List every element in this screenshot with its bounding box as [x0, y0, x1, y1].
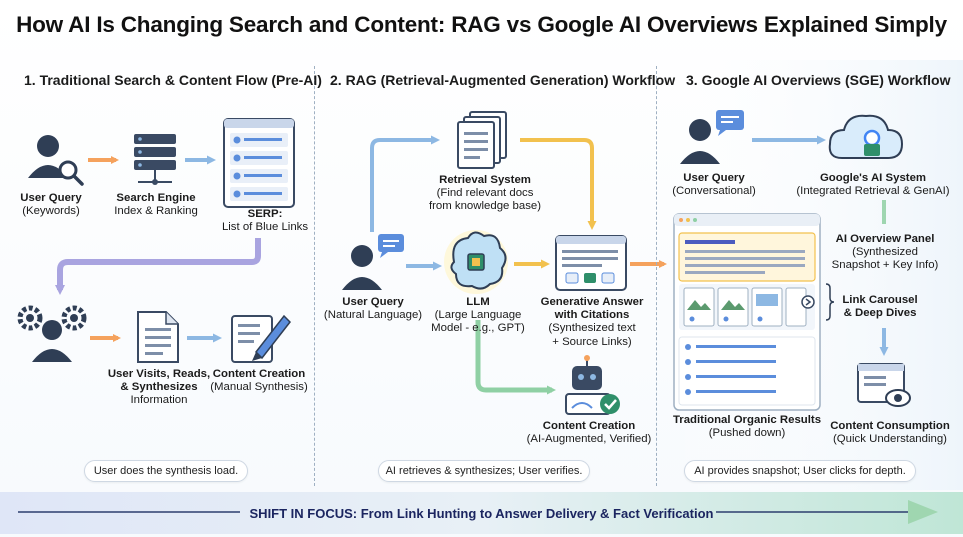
server-icon [134, 134, 176, 185]
robot-writer-icon [565, 355, 620, 415]
page-title: How AI Is Changing Search and Content: R… [16, 12, 947, 37]
section-heading-rag: 2. RAG (Retrieval-Augmented Generation) … [330, 72, 676, 88]
arrow-llm-to-creation [475, 320, 556, 395]
section-divider [656, 66, 657, 486]
s1-serp-label: SERP:List of Blue Links [221, 208, 309, 234]
pen-document-icon [231, 314, 291, 363]
brain-chip-icon [444, 230, 508, 294]
documents-stack-icon [457, 111, 507, 169]
shift-text: SHIFT IN FOCUS: From Link Hunting to Ans… [249, 505, 714, 521]
carousel-bracket [825, 283, 835, 321]
user-chat-icon [342, 234, 404, 290]
shift-arrowhead [908, 500, 938, 524]
user-magnifier-icon [28, 135, 84, 186]
section-heading-sge: 3. Google AI Overviews (SGE) Workflow [686, 72, 951, 88]
shift-band [0, 492, 963, 534]
arrow-retrieval-to-answer [520, 138, 597, 230]
s3-user-query-label: User Query(Conversational) [672, 172, 756, 198]
s1-user-query-label: User Query(Keywords) [20, 192, 82, 218]
arrow-query-to-retrieval [370, 135, 440, 232]
s2-content-creation-label: Content Creation(AI-Augmented, Verified) [526, 420, 652, 446]
s1-note: User does the synthesis load. [84, 460, 248, 482]
document-icon [137, 311, 179, 363]
serp-window-icon [223, 118, 295, 208]
shift-banner: SHIFT IN FOCUS: From Link Hunting to Ans… [0, 494, 963, 532]
s3-note: AI provides snapshot; User clicks for de… [684, 460, 916, 482]
section-divider [314, 66, 315, 486]
cloud-brain-icon [828, 114, 904, 159]
arrow-serp-to-user [55, 238, 261, 295]
s2-note: AI retrieves & synthesizes; User verifie… [378, 460, 590, 482]
section-heading-traditional: 1. Traditional Search & Content Flow (Pr… [24, 72, 322, 88]
s3-consumption-label: Content Consumption(Quick Understanding) [830, 420, 950, 446]
s2-user-query-label: User Query(Natural Language) [323, 296, 423, 322]
s3-organic-label: Traditional Organic Results(Pushed down) [672, 414, 822, 440]
browser-results-icon [673, 213, 821, 411]
s3-carousel-label: Link Carousel& Deep Dives [842, 294, 918, 320]
answer-window-icon [555, 235, 627, 291]
eye-document-icon [857, 363, 911, 407]
s3-ai-system-label: Google's AI System(Integrated Retrieval … [796, 172, 950, 198]
s1-content-creation-label: Content Creation(Manual Synthesis) [210, 368, 308, 394]
user-gears-icon [17, 305, 87, 362]
user-chat-icon [680, 110, 744, 164]
